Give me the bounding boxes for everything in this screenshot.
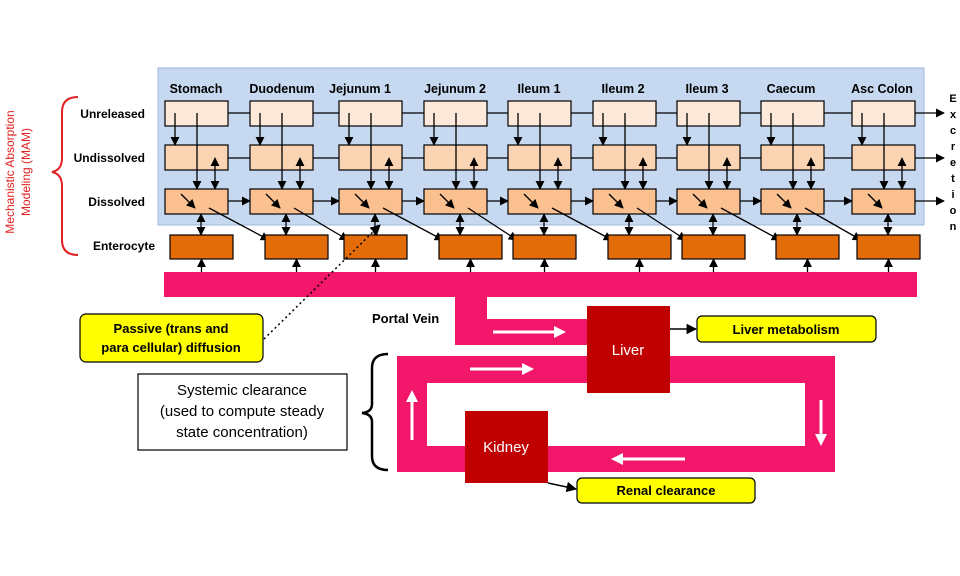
passive-diffusion-pointer (263, 224, 381, 340)
row-label-undissolved: Undissolved (74, 151, 145, 165)
systemic-clearance-line-3: state concentration) (176, 424, 308, 441)
arrow-precipitation (180, 193, 196, 209)
systemic-clearance-brace (361, 352, 389, 472)
arrow-precipitation (354, 193, 370, 209)
compartment-label-duodenum: Duodenum (249, 82, 314, 96)
portal-vein-bar (164, 272, 917, 297)
portal-vein-pathway (164, 272, 917, 345)
excretion-letter: r (951, 141, 956, 153)
liver-metabolism-box (696, 315, 877, 343)
compartment-headers: Stomach Duodenum Jejunum 1 Jejunum 2 Ile… (170, 82, 913, 96)
excretion-letter: n (950, 221, 957, 233)
renal-clearance-label: Renal clearance (616, 483, 715, 498)
flow-arrows (406, 326, 827, 465)
compartment-label-ileum-2: Ileum 2 (601, 82, 644, 96)
compartment-label-caecum: Caecum (767, 82, 816, 96)
box-dissolved-ileum-2 (592, 188, 657, 215)
passive-diffusion-box (79, 313, 264, 363)
kidney-box (465, 411, 548, 483)
box-enterocyte-ileum-1 (512, 234, 577, 260)
arrow-precipitation (776, 193, 792, 209)
box-dissolved-caecum (760, 188, 825, 215)
row-label-enterocyte: Enterocyte (93, 239, 155, 253)
passive-diffusion-line-2: para cellular) diffusion (101, 340, 240, 355)
flow-arrow-head (406, 390, 418, 402)
arrow-transit-enterocyte (293, 207, 349, 241)
arrow-precipitation (867, 193, 883, 209)
kidney-label: Kidney (483, 439, 529, 456)
box-enterocyte-jejunum-2 (438, 234, 503, 260)
excretion-label: E x c r e t i o n (949, 93, 957, 233)
flow-arrow-head (522, 363, 534, 375)
box-enterocyte-duodenum (264, 234, 329, 260)
arrow-precipitation (608, 193, 624, 209)
box-dissolved-asc-colon (851, 188, 916, 215)
arrow-transit-enterocyte (208, 207, 270, 241)
arrow-precipitation (265, 193, 281, 209)
compartment-grid (164, 100, 945, 290)
liver-label: Liver (612, 342, 645, 359)
box-enterocyte-ileum-3 (681, 234, 746, 260)
box-enterocyte-asc-colon (856, 234, 921, 260)
arrow-transit-enterocyte (804, 207, 862, 241)
compartment-label-stomach: Stomach (170, 82, 223, 96)
systemic-clearance-box (137, 373, 348, 451)
arrow-transit-enterocyte (551, 207, 613, 241)
liver-metabolism-label: Liver metabolism (733, 322, 840, 337)
compartment-label-ileum-1: Ileum 1 (517, 82, 560, 96)
arrow-transit-enterocyte (636, 207, 687, 241)
liver-box (587, 306, 670, 393)
arrow-precipitation (692, 193, 708, 209)
row-label-unreleased: Unreleased (80, 107, 145, 121)
compartment-label-ileum-3: Ileum 3 (685, 82, 728, 96)
box-enterocyte-stomach (169, 234, 234, 260)
row-label-dissolved: Dissolved (88, 195, 145, 209)
excretion-letter: t (951, 173, 955, 185)
mam-label-line-1: Mechanistic Absorption (3, 110, 17, 233)
excretion-letter: i (951, 189, 954, 201)
arrow-precipitation (439, 193, 455, 209)
excretion-letter: x (950, 109, 957, 121)
box-dissolved-ileum-1 (507, 188, 572, 215)
box-dissolved-jejunum-1 (338, 188, 403, 215)
passive-diffusion-line-1: Passive (trans and (114, 321, 229, 336)
compartment-label-asc-colon: Asc Colon (851, 82, 913, 96)
box-dissolved-duodenum (249, 188, 314, 215)
box-dissolved-jejunum-2 (423, 188, 488, 215)
mam-label-line-2: Modeling (MAM) (19, 128, 33, 216)
arrow-transit-enterocyte (467, 207, 518, 241)
excretion-letter: E (949, 93, 956, 105)
excretion-letter: e (950, 157, 956, 169)
box-enterocyte-ileum-2 (607, 234, 672, 260)
compartment-label-jejunum-1: Jejunum 1 (329, 82, 391, 96)
mam-brace (51, 96, 79, 256)
box-dissolved-ileum-3 (676, 188, 741, 215)
systemic-clearance-line-1: Systemic clearance (177, 382, 307, 399)
box-enterocyte-caecum (775, 234, 840, 260)
compartment-label-jejunum-2: Jejunum 2 (424, 82, 486, 96)
excretion-letter: o (950, 205, 957, 217)
renal-clearance-box (576, 477, 756, 504)
mam-label: Mechanistic Absorption Modeling (MAM) (3, 110, 33, 233)
arrow-transit-enterocyte (382, 207, 444, 241)
arrow-precipitation (523, 193, 539, 209)
excretion-letter: c (950, 125, 956, 137)
flow-arrow-head (611, 453, 623, 465)
arrow-transit-enterocyte (720, 207, 781, 241)
box-enterocyte-jejunum-1 (343, 234, 408, 260)
portal-vein-label: Portal Vein (372, 311, 439, 326)
flow-arrow-head (554, 326, 566, 338)
flow-arrow-head (815, 434, 827, 446)
renal-clearance-arrow (547, 481, 578, 493)
systemic-clearance-line-2: (used to compute steady (160, 403, 325, 420)
box-dissolved-stomach (164, 188, 229, 215)
